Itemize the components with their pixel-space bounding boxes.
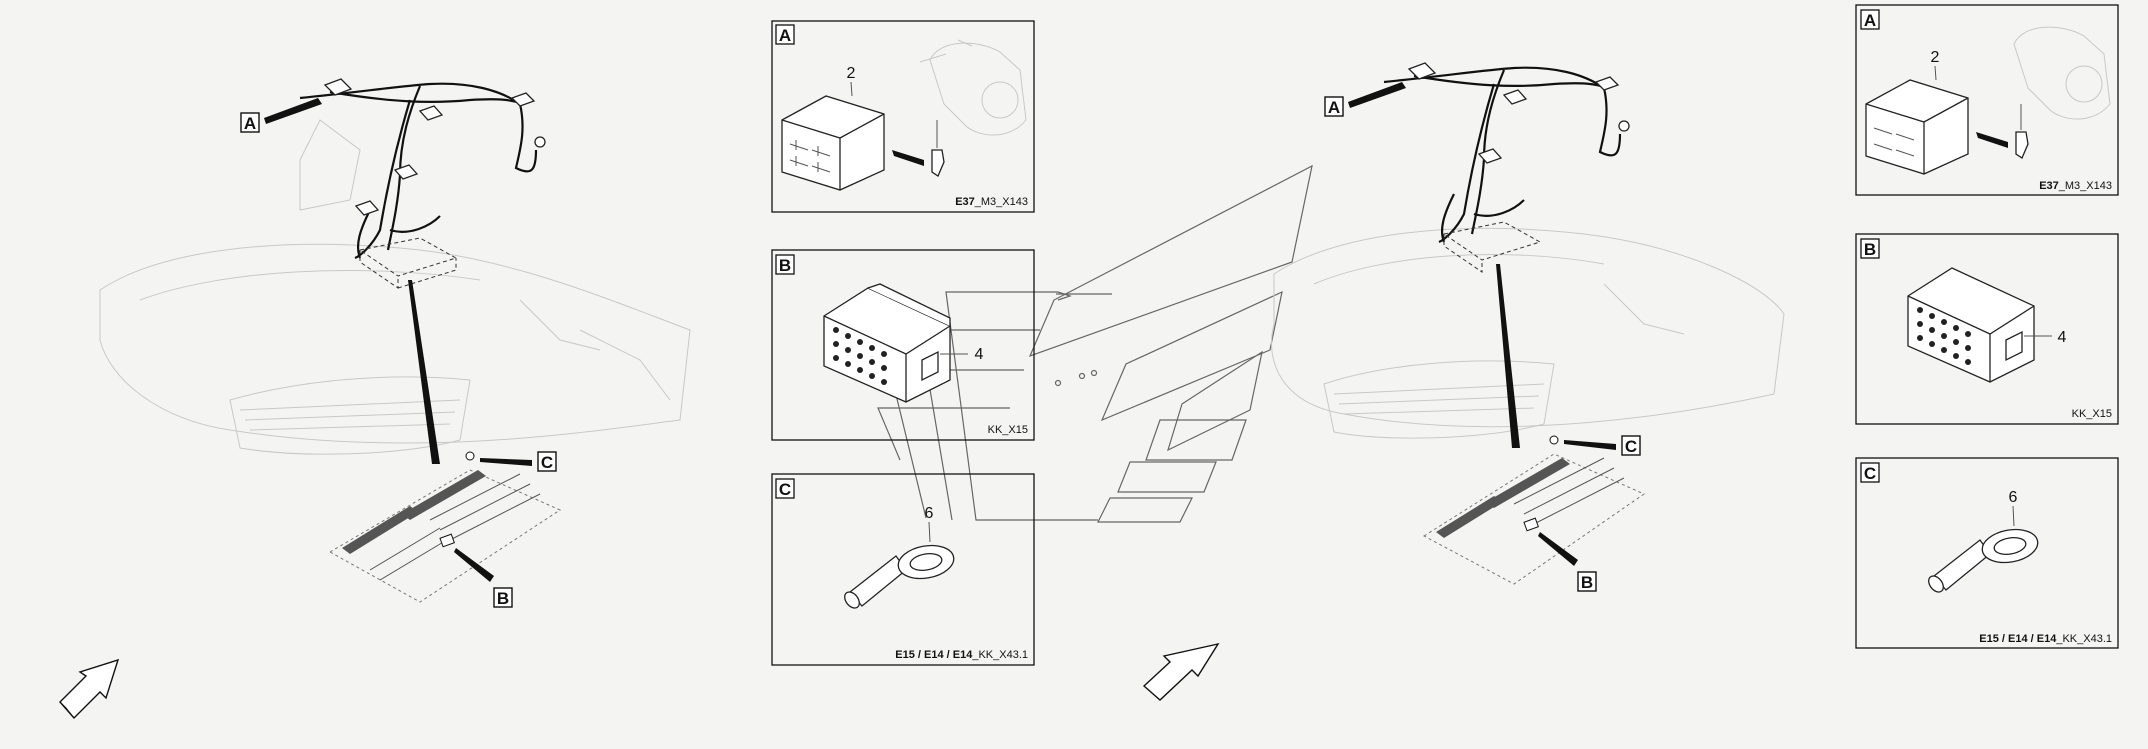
callout-c: C (480, 451, 557, 472)
callout-b-label: B (497, 589, 509, 608)
right-detail-b: B 4 KK_X15 (1855, 233, 2119, 425)
fuse-relay-panel (328, 451, 562, 603)
item-number: 6 (925, 505, 934, 522)
leader-pointer (1496, 264, 1520, 448)
callout-c-label: C (1625, 437, 1637, 456)
detail-a-letter: A (1864, 11, 1876, 30)
right-overview: A C B (1271, 62, 1785, 592)
wiring-harness (299, 78, 546, 260)
detail-c-letter: C (1864, 464, 1876, 483)
left-detail-a: A 2 E37_M3_X143 (771, 20, 1035, 213)
callout-c-label: C (541, 453, 553, 472)
callout-a-label: A (244, 114, 256, 133)
left-detail-b: B 4 KK_X15 (771, 249, 1035, 441)
junction-box (1442, 221, 1542, 273)
callout-a-label: A (1328, 98, 1340, 117)
ring-terminal (844, 544, 955, 609)
multi-pin-connector (1907, 267, 2035, 383)
detail-c-caption: E15 / E14 / E14_KK_X43.1 (895, 649, 1028, 661)
item-number: 4 (2058, 329, 2067, 346)
left-overview: A C B (59, 78, 691, 720)
connector-housing (1865, 79, 1969, 175)
left-detail-c: C 6 E15 / E14 / E14_KK_X43.1 (771, 473, 1035, 666)
reference-sketch (2013, 26, 2111, 120)
direction-arrow-icon (1142, 642, 1220, 701)
fuse-relay-panel (1423, 435, 1646, 585)
callout-b: B (1538, 532, 1597, 592)
detail-c-letter: C (779, 480, 791, 499)
vehicle-background-sketch (1271, 227, 1785, 439)
detail-a-caption: E37_M3_X143 (2039, 180, 2112, 192)
terminal-pin (2015, 104, 2029, 159)
detail-c-caption: E15 / E14 / E14_KK_X43.1 (1979, 633, 2112, 645)
detail-b-caption: KK_X15 (2072, 408, 2112, 420)
callout-b: B (454, 548, 513, 608)
right-detail-a: A 2 E37_M3_X143 (1855, 4, 2119, 196)
direction-arrow-icon (59, 658, 120, 720)
right-detail-c: C 6 E15 / E14 / E14_KK_X43.1 (1855, 457, 2119, 649)
item-number: 4 (975, 346, 984, 363)
callout-a: A (1324, 82, 1406, 117)
wiring-harness (1383, 62, 1630, 244)
item-number: 2 (1931, 49, 1940, 66)
vehicle-background-sketch (99, 119, 691, 455)
junction-box (358, 237, 458, 289)
callout-c: C (1564, 435, 1641, 456)
detail-b-letter: B (779, 256, 791, 275)
item-number: 2 (847, 65, 856, 82)
detail-a-caption: E37_M3_X143 (955, 196, 1028, 208)
detail-b-letter: B (1864, 240, 1876, 259)
callout-b-label: B (1581, 573, 1593, 592)
detail-a-letter: A (779, 26, 791, 45)
multi-pin-connector (823, 283, 951, 403)
terminal-pin (931, 120, 945, 177)
leader-pointer (408, 280, 440, 464)
connector-housing (781, 95, 885, 191)
detail-b-caption: KK_X15 (988, 424, 1028, 436)
reference-sketch (919, 39, 1027, 136)
ring-terminal (1928, 528, 2039, 593)
callout-a: A (240, 98, 322, 133)
item-number: 6 (2009, 489, 2018, 506)
